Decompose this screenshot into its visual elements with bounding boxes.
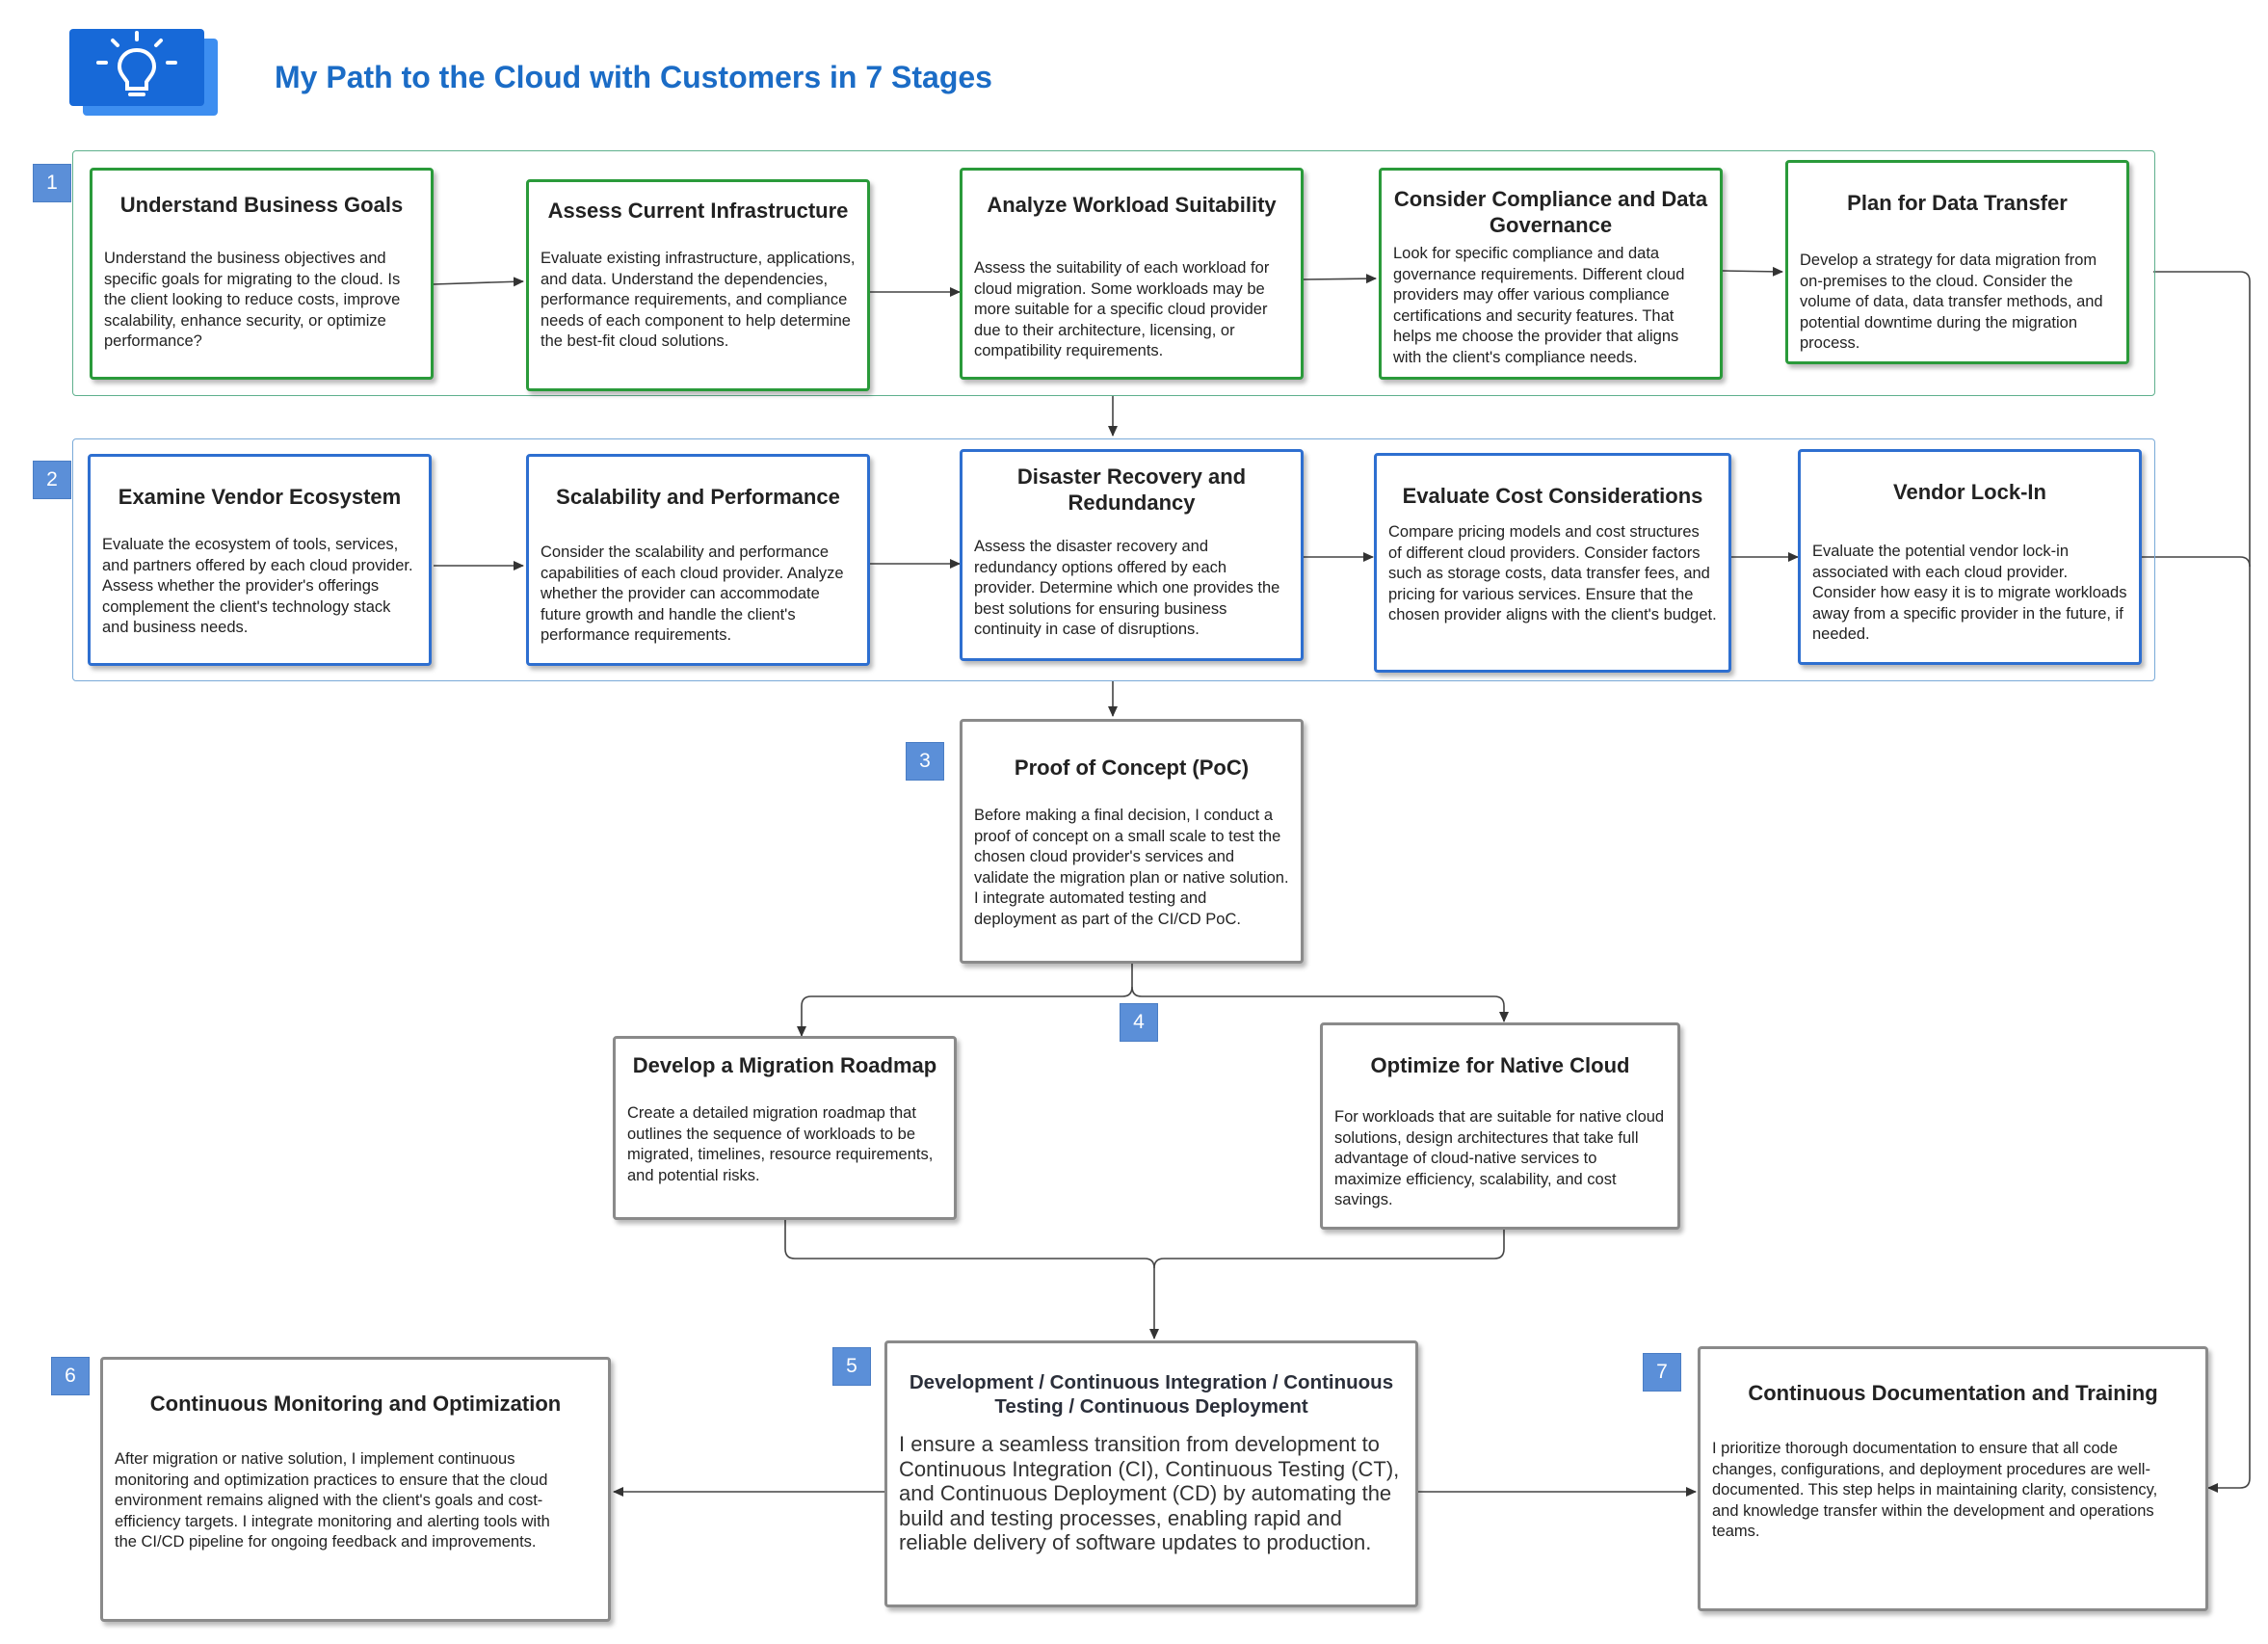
step-title: Vendor Lock-In xyxy=(1893,480,2046,504)
step-title: Optimize for Native Cloud xyxy=(1370,1053,1630,1077)
stage-number-badge: 3 xyxy=(906,742,944,781)
step-description: Evaluate existing infrastructure, applic… xyxy=(541,250,856,350)
step-description: Look for specific compliance and data go… xyxy=(1393,245,1685,366)
step-title: Consider Compliance and Data Governance xyxy=(1393,187,1708,237)
step-title: Evaluate Cost Considerations xyxy=(1402,484,1703,508)
connector-roadmap-cicd xyxy=(784,1220,1159,1339)
stage-number-badge: 1 xyxy=(33,164,71,202)
step-title: Scalability and Performance xyxy=(556,485,840,509)
step-title: Disaster Recovery and Redundancy xyxy=(1016,464,1247,515)
lightbulb-icon xyxy=(69,29,218,116)
step-description: Evaluate the potential vendor lock-in as… xyxy=(1812,543,2127,643)
connector-4-5 xyxy=(1722,266,1783,277)
connector-3-4 xyxy=(1303,274,1377,284)
step-card-assess-current-infrastructure[interactable]: Assess Current Infrastructure Evaluate e… xyxy=(526,179,870,391)
step-title: Analyze Workload Suitability xyxy=(987,193,1277,217)
step-description: Before making a final decision, I conduc… xyxy=(974,807,1289,928)
step-card-understand-business-goals[interactable]: Understand Business Goals Understand the… xyxy=(90,168,434,380)
connector-stage1-documentation xyxy=(2153,271,2251,1493)
connector-poc-native xyxy=(1131,986,1509,1022)
step-title: Proof of Concept (PoC) xyxy=(1014,756,1250,780)
step-card-migration-roadmap[interactable]: Develop a Migration Roadmap Create a det… xyxy=(613,1036,957,1220)
step-description: Assess the suitability of each workload … xyxy=(974,259,1270,359)
step-card-vendor-lock-in[interactable]: Vendor Lock-In Evaluate the potential ve… xyxy=(1798,449,2142,665)
connector-stage2-documentation xyxy=(2137,556,2251,568)
connector-1-2 xyxy=(433,277,524,287)
step-title: Plan for Data Transfer xyxy=(1847,191,2068,215)
step-description: Consider the scalability and performance… xyxy=(541,544,844,644)
stage-2-group xyxy=(72,438,2155,681)
step-card-analyze-workload-suitability[interactable]: Analyze Workload Suitability Assess the … xyxy=(960,168,1304,380)
step-card-disaster-recovery[interactable]: Disaster Recovery and Redundancy Assess … xyxy=(960,449,1304,661)
step-title: Examine Vendor Ecosystem xyxy=(118,485,402,509)
step-description: Assess the disaster recovery and redunda… xyxy=(974,538,1280,638)
step-card-consider-compliance[interactable]: Consider Compliance and Data Governance … xyxy=(1379,168,1723,380)
stage-1-group xyxy=(72,150,2155,396)
step-card-evaluate-cost-considerations[interactable]: Evaluate Cost Considerations Compare pri… xyxy=(1374,453,1731,673)
step-description: I ensure a seamless transition from deve… xyxy=(899,1432,1400,1554)
step-description: Develop a strategy for data migration fr… xyxy=(1800,252,2103,352)
step-card-plan-for-data-transfer[interactable]: Plan for Data Transfer Develop a strateg… xyxy=(1785,160,2129,364)
step-card-ci-cd[interactable]: Development / Continuous Integration / C… xyxy=(884,1340,1418,1607)
step-description: After migration or native solution, I im… xyxy=(115,1450,550,1551)
step-title: Understand Business Goals xyxy=(119,193,404,217)
stage-number-badge: 6 xyxy=(51,1357,90,1395)
step-description: Compare pricing models and cost structur… xyxy=(1388,523,1717,623)
step-title: Assess Current Infrastructure xyxy=(547,199,849,223)
step-title: Development / Continuous Integration / C… xyxy=(909,1371,1394,1418)
step-card-scalability-and-performance[interactable]: Scalability and Performance Consider the… xyxy=(526,454,870,666)
step-card-continuous-monitoring[interactable]: Continuous Monitoring and Optimization A… xyxy=(100,1357,611,1622)
page-title: My Path to the Cloud with Customers in 7… xyxy=(275,60,992,94)
step-title: Continuous Monitoring and Optimization xyxy=(149,1392,562,1416)
step-card-optimize-native-cloud[interactable]: Optimize for Native Cloud For workloads … xyxy=(1320,1022,1680,1230)
step-card-proof-of-concept[interactable]: Proof of Concept (PoC) Before making a f… xyxy=(960,719,1304,964)
connector-native-cicd xyxy=(1153,1230,1505,1269)
connector-poc-roadmap xyxy=(797,964,1133,1037)
step-title: Develop a Migration Roadmap xyxy=(632,1053,937,1077)
step-card-examine-vendor-ecosystem[interactable]: Examine Vendor Ecosystem Evaluate the ec… xyxy=(88,454,432,666)
step-description: For workloads that are suitable for nati… xyxy=(1334,1108,1665,1208)
step-description: Create a detailed migration roadmap that… xyxy=(627,1104,934,1184)
step-card-continuous-documentation[interactable]: Continuous Documentation and Training I … xyxy=(1698,1346,2208,1611)
step-description: Evaluate the ecosystem of tools, service… xyxy=(102,536,413,636)
stage-number-badge: 4 xyxy=(1120,1003,1158,1042)
step-description: Understand the business objectives and s… xyxy=(104,250,401,350)
step-title: Continuous Documentation and Training xyxy=(1748,1381,2158,1405)
step-description: I prioritize thorough documentation to e… xyxy=(1712,1440,2158,1540)
stage-number-badge: 2 xyxy=(33,461,71,499)
stage-number-badge: 5 xyxy=(832,1347,871,1386)
stage-number-badge: 7 xyxy=(1643,1353,1681,1392)
